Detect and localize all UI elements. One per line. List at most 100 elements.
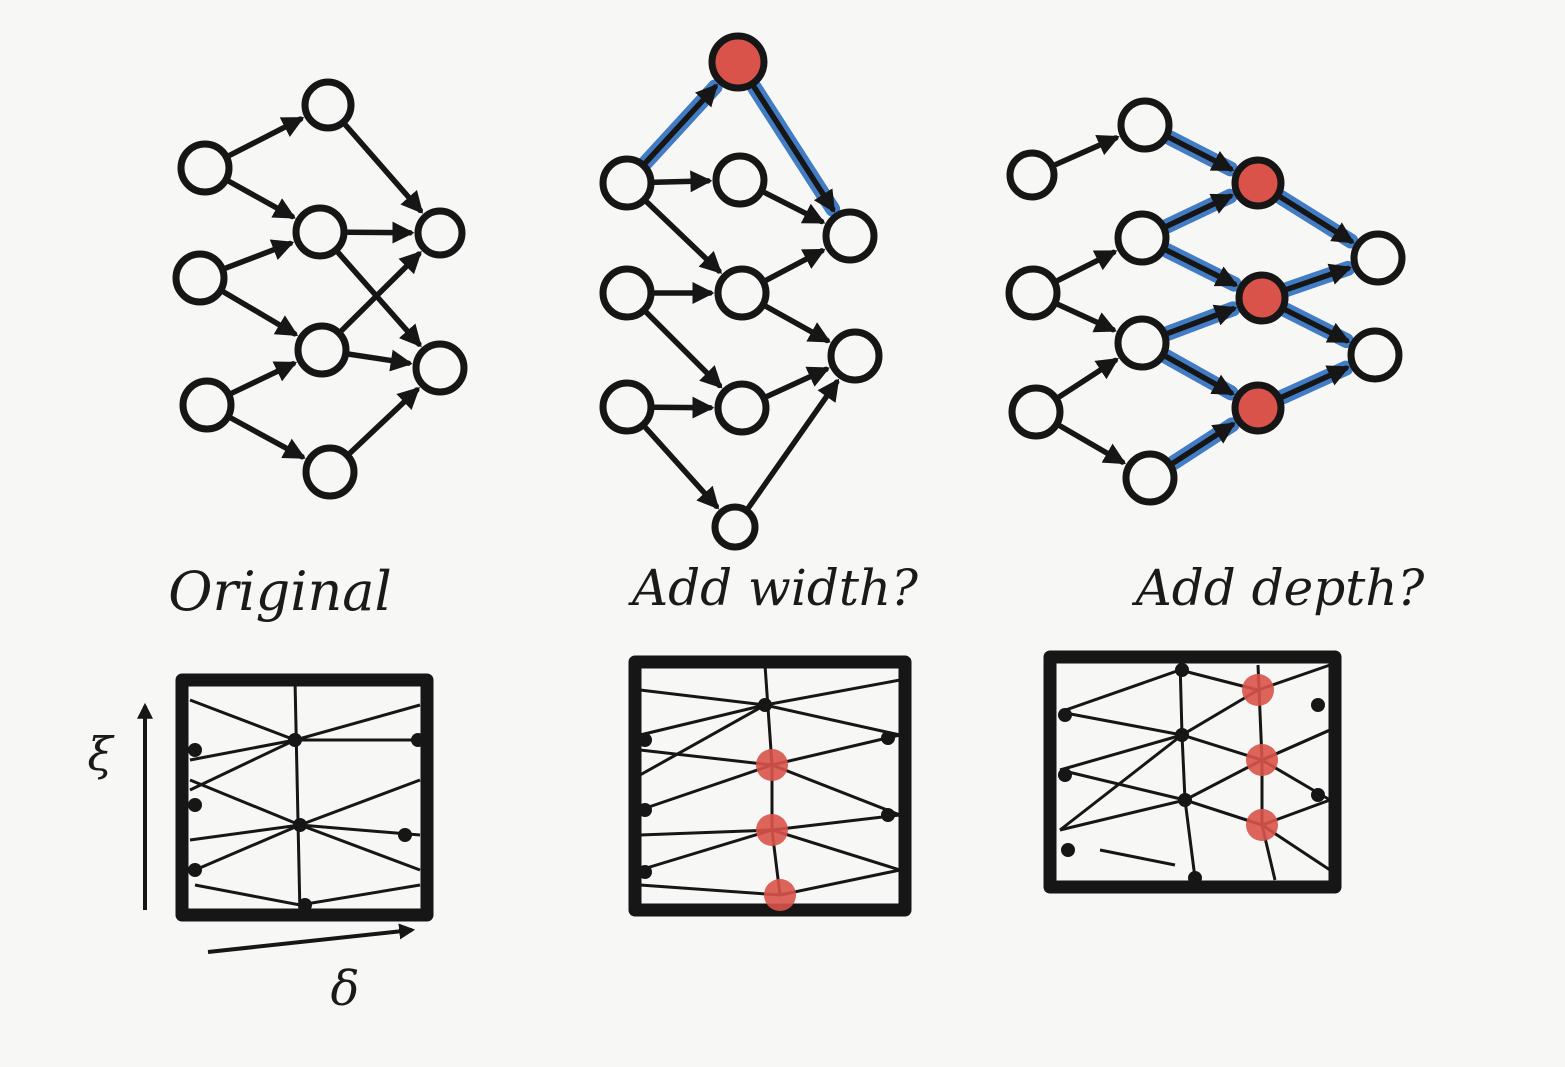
vertical-axis-label: ξ <box>87 727 115 781</box>
add-depth-network-node <box>1114 210 1170 266</box>
original-network-node <box>177 140 233 196</box>
add-width-grid-mesh-line <box>763 664 782 896</box>
original-network-node <box>172 250 228 306</box>
add-depth-network-edge <box>1278 194 1355 244</box>
add-depth-network-edge <box>1164 193 1234 229</box>
add-depth-network-edge <box>1055 249 1118 284</box>
add-depth-network-edge <box>1056 357 1119 400</box>
add-depth-network-node <box>1008 384 1064 440</box>
original-grid-mesh-line <box>189 698 296 742</box>
original-network-edge <box>229 361 298 396</box>
original-grid-vertex <box>293 818 307 832</box>
horizontal-axis-label: δ <box>331 961 360 1017</box>
original-network-edge <box>223 239 295 271</box>
add-width-network-node <box>714 380 770 436</box>
horizontal-axis-arrow <box>207 923 416 954</box>
add-width-network-edge <box>764 248 826 283</box>
add-width-grid-mesh-line <box>771 733 901 767</box>
add-width-network-edge <box>642 425 720 510</box>
add-width-network-node <box>712 152 768 208</box>
add-width-network-edge <box>764 366 830 400</box>
add-depth-network-node <box>1005 265 1061 321</box>
label-add-width: Add width? <box>628 559 919 617</box>
add-width-grid-new-vertex <box>764 879 796 911</box>
add-depth-grid-new-vertex <box>1242 674 1274 706</box>
add-depth-grid-mesh-line <box>1059 758 1331 802</box>
original-network-edge <box>347 386 420 456</box>
add-width-network-node <box>711 503 759 551</box>
add-width-grid-vertex <box>638 803 652 817</box>
original-grid-vertex <box>411 733 425 747</box>
mesh-grids <box>175 650 1342 922</box>
add-width-network-node <box>599 265 655 321</box>
add-width-network-edge <box>746 378 840 511</box>
original-network-node <box>292 204 348 260</box>
add-depth-network-edge <box>1164 247 1239 287</box>
add-depth-network-node <box>1117 97 1173 153</box>
add-depth-network-edge <box>1284 263 1352 292</box>
add-width-network-edge <box>762 189 826 225</box>
original-network-edge <box>226 178 296 220</box>
add-depth-network-edge <box>1053 135 1120 168</box>
add-depth-grid-vertex <box>1311 788 1325 802</box>
original-network-edge <box>339 251 422 334</box>
add-depth-grid-new-vertex <box>1246 744 1278 776</box>
original-network-node <box>412 340 468 396</box>
add-depth-grid-new-vertex <box>1246 809 1278 841</box>
original-grid-mesh-line <box>189 738 420 762</box>
add-depth-grid-vertex <box>1188 871 1202 885</box>
original-network-edge <box>228 415 306 460</box>
add-depth-network-edge <box>1055 301 1117 333</box>
add-depth-network-node <box>1350 230 1406 286</box>
add-depth-network-new-node <box>1231 381 1285 435</box>
original-network-edge <box>227 116 305 158</box>
label-original: Original <box>168 560 391 623</box>
add-depth-grid-mesh-line <box>1059 728 1331 772</box>
add-depth-network-edge <box>1167 135 1235 172</box>
network-nodes <box>172 32 1406 551</box>
add-width-network-new-node <box>708 32 768 92</box>
add-depth-grid-mesh-line <box>1059 663 1331 714</box>
add-width-grid-vertex <box>758 698 772 712</box>
add-width-network-edge <box>652 170 713 193</box>
add-depth-grid-vertex <box>1178 793 1192 807</box>
add-depth-network-new-node <box>1235 271 1289 325</box>
add-depth-grid-mesh-line <box>1099 848 1176 867</box>
add-width-grid-new-vertex <box>756 814 788 846</box>
add-width-grid-mesh-line <box>639 748 773 767</box>
add-width-grid-frame <box>628 655 912 917</box>
add-depth-grid-mesh-line <box>1059 688 1259 737</box>
add-depth-network-edge <box>1165 304 1238 336</box>
original-grid-vertex <box>188 743 202 757</box>
add-width-grid-vertex <box>881 731 895 745</box>
add-width-network-edge <box>644 310 723 389</box>
add-depth-network-edge <box>1057 423 1127 465</box>
add-width-network-node <box>599 155 655 211</box>
add-depth-grid-mesh-line <box>1256 664 1277 881</box>
add-depth-grid-mesh-line <box>1178 659 1197 879</box>
original-network-node <box>301 78 355 132</box>
original-network-edge <box>335 250 422 348</box>
original-network-edge <box>346 349 413 372</box>
add-depth-grid-mesh-line <box>1059 733 1183 832</box>
add-width-network-node <box>714 265 770 321</box>
add-width-network-edge <box>644 199 723 274</box>
original-grid-mesh-line <box>293 679 302 916</box>
add-depth-network-node <box>1347 327 1403 383</box>
add-width-network-node <box>827 328 883 384</box>
add-depth-network-new-node <box>1231 156 1285 210</box>
network-edges <box>221 79 1359 511</box>
add-depth-grid-vertex <box>1175 663 1189 677</box>
add-width-network-node <box>599 379 655 435</box>
add-depth-network-edge <box>1163 353 1235 396</box>
original-grid-vertex <box>288 733 302 747</box>
add-width-network-edge <box>751 84 836 213</box>
original-grid-frame <box>175 673 434 922</box>
add-depth-network-edge <box>1279 365 1350 400</box>
original-grid-mesh-line <box>189 778 421 827</box>
original-network-edge <box>343 122 424 214</box>
add-width-network-node <box>822 208 878 264</box>
original-grid-vertex <box>188 863 202 877</box>
grid-axes: ξ δ <box>87 702 416 1017</box>
